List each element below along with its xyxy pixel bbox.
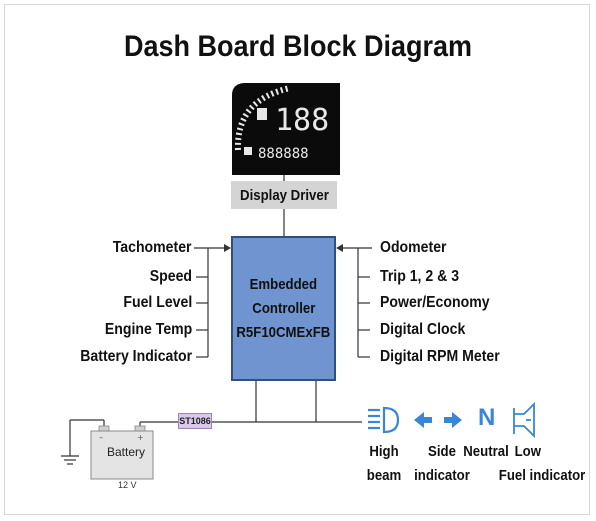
svg-text:+: +: [137, 433, 144, 442]
high-beam-label: High beam: [362, 440, 406, 488]
controller-line-3: R5F10CMExFB: [236, 323, 331, 341]
controller-line-1: Embedded: [249, 275, 318, 293]
controller-bus-links: [212, 381, 362, 423]
label-digital-clock: Digital Clock: [380, 321, 466, 338]
high-beam-label-line-1: High: [369, 443, 399, 460]
label-odometer: Odometer: [380, 239, 447, 256]
lcd-odometer-readout: 888888: [258, 146, 309, 162]
battery-label: Battery: [107, 445, 146, 459]
diagram-title: Dash Board Block Diagram: [123, 30, 473, 63]
display-driver-block: Display Driver: [231, 181, 337, 209]
side-indicator-icon: [414, 412, 462, 428]
display-driver-label: Display Driver: [239, 186, 329, 204]
battery-voltage: 12 V: [118, 480, 137, 490]
label-battery-indicator: Battery Indicator: [80, 348, 192, 365]
regulator-chip: ST1086: [178, 413, 212, 429]
svg-text:–: –: [99, 433, 103, 442]
high-beam-icon: [368, 406, 400, 434]
side-indicator-label-line-1: Side: [428, 443, 456, 460]
neutral-icon: N: [478, 404, 496, 431]
side-indicator-label: Side indicator: [404, 440, 480, 488]
neutral-label-text: Neutral: [463, 443, 509, 460]
controller-line-2: Controller: [251, 299, 316, 317]
high-beam-label-line-2: beam: [366, 467, 402, 484]
label-speed: Speed: [149, 268, 192, 285]
lcd-speed-readout: 188: [275, 103, 329, 138]
label-fuel-level: Fuel Level: [123, 294, 192, 311]
regulator-label: ST1086: [179, 416, 211, 426]
label-engine-temp: Engine Temp: [104, 321, 192, 338]
low-fuel-label-line-1: Low: [514, 443, 541, 460]
label-digital-rpm-meter: Digital RPM Meter: [380, 348, 500, 365]
low-fuel-label-line-2: Fuel indicator: [498, 467, 586, 484]
low-fuel-label: Low Fuel indicator: [493, 440, 589, 488]
embedded-controller-block: Embedded Controller R5F10CMExFB: [231, 236, 336, 381]
label-tachometer: Tachometer: [113, 239, 192, 256]
label-power-economy: Power/Economy: [380, 294, 490, 311]
label-trip: Trip 1, 2 & 3: [380, 268, 460, 285]
low-fuel-icon: [513, 401, 535, 439]
battery-icon: – +: [90, 425, 154, 480]
neutral-label: Neutral: [456, 440, 516, 464]
right-output-connectors: [336, 244, 372, 358]
side-indicator-label-line-2: indicator: [414, 467, 470, 484]
left-input-connectors: [194, 244, 231, 358]
lcd-display: 188 888888: [232, 83, 340, 175]
diagram-frame: [4, 4, 590, 515]
